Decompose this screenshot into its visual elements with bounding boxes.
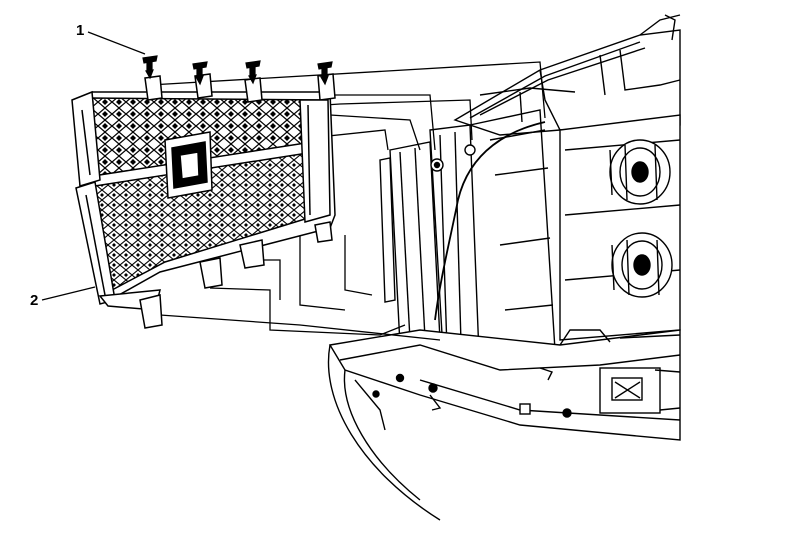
callout-1-label: 1 xyxy=(76,22,85,39)
radiator-grille xyxy=(71,73,336,329)
callout-leaders xyxy=(41,31,146,301)
vehicle-front-end xyxy=(327,14,681,521)
fastener-4 xyxy=(317,61,333,86)
callout-2-leader xyxy=(41,286,96,301)
fastener-1 xyxy=(142,55,158,80)
grille-fasteners xyxy=(142,55,333,86)
callout-1-leader xyxy=(87,31,146,55)
callout-2-label: 2 xyxy=(30,292,39,309)
fastener-2 xyxy=(192,61,208,86)
fastener-3 xyxy=(245,60,261,85)
